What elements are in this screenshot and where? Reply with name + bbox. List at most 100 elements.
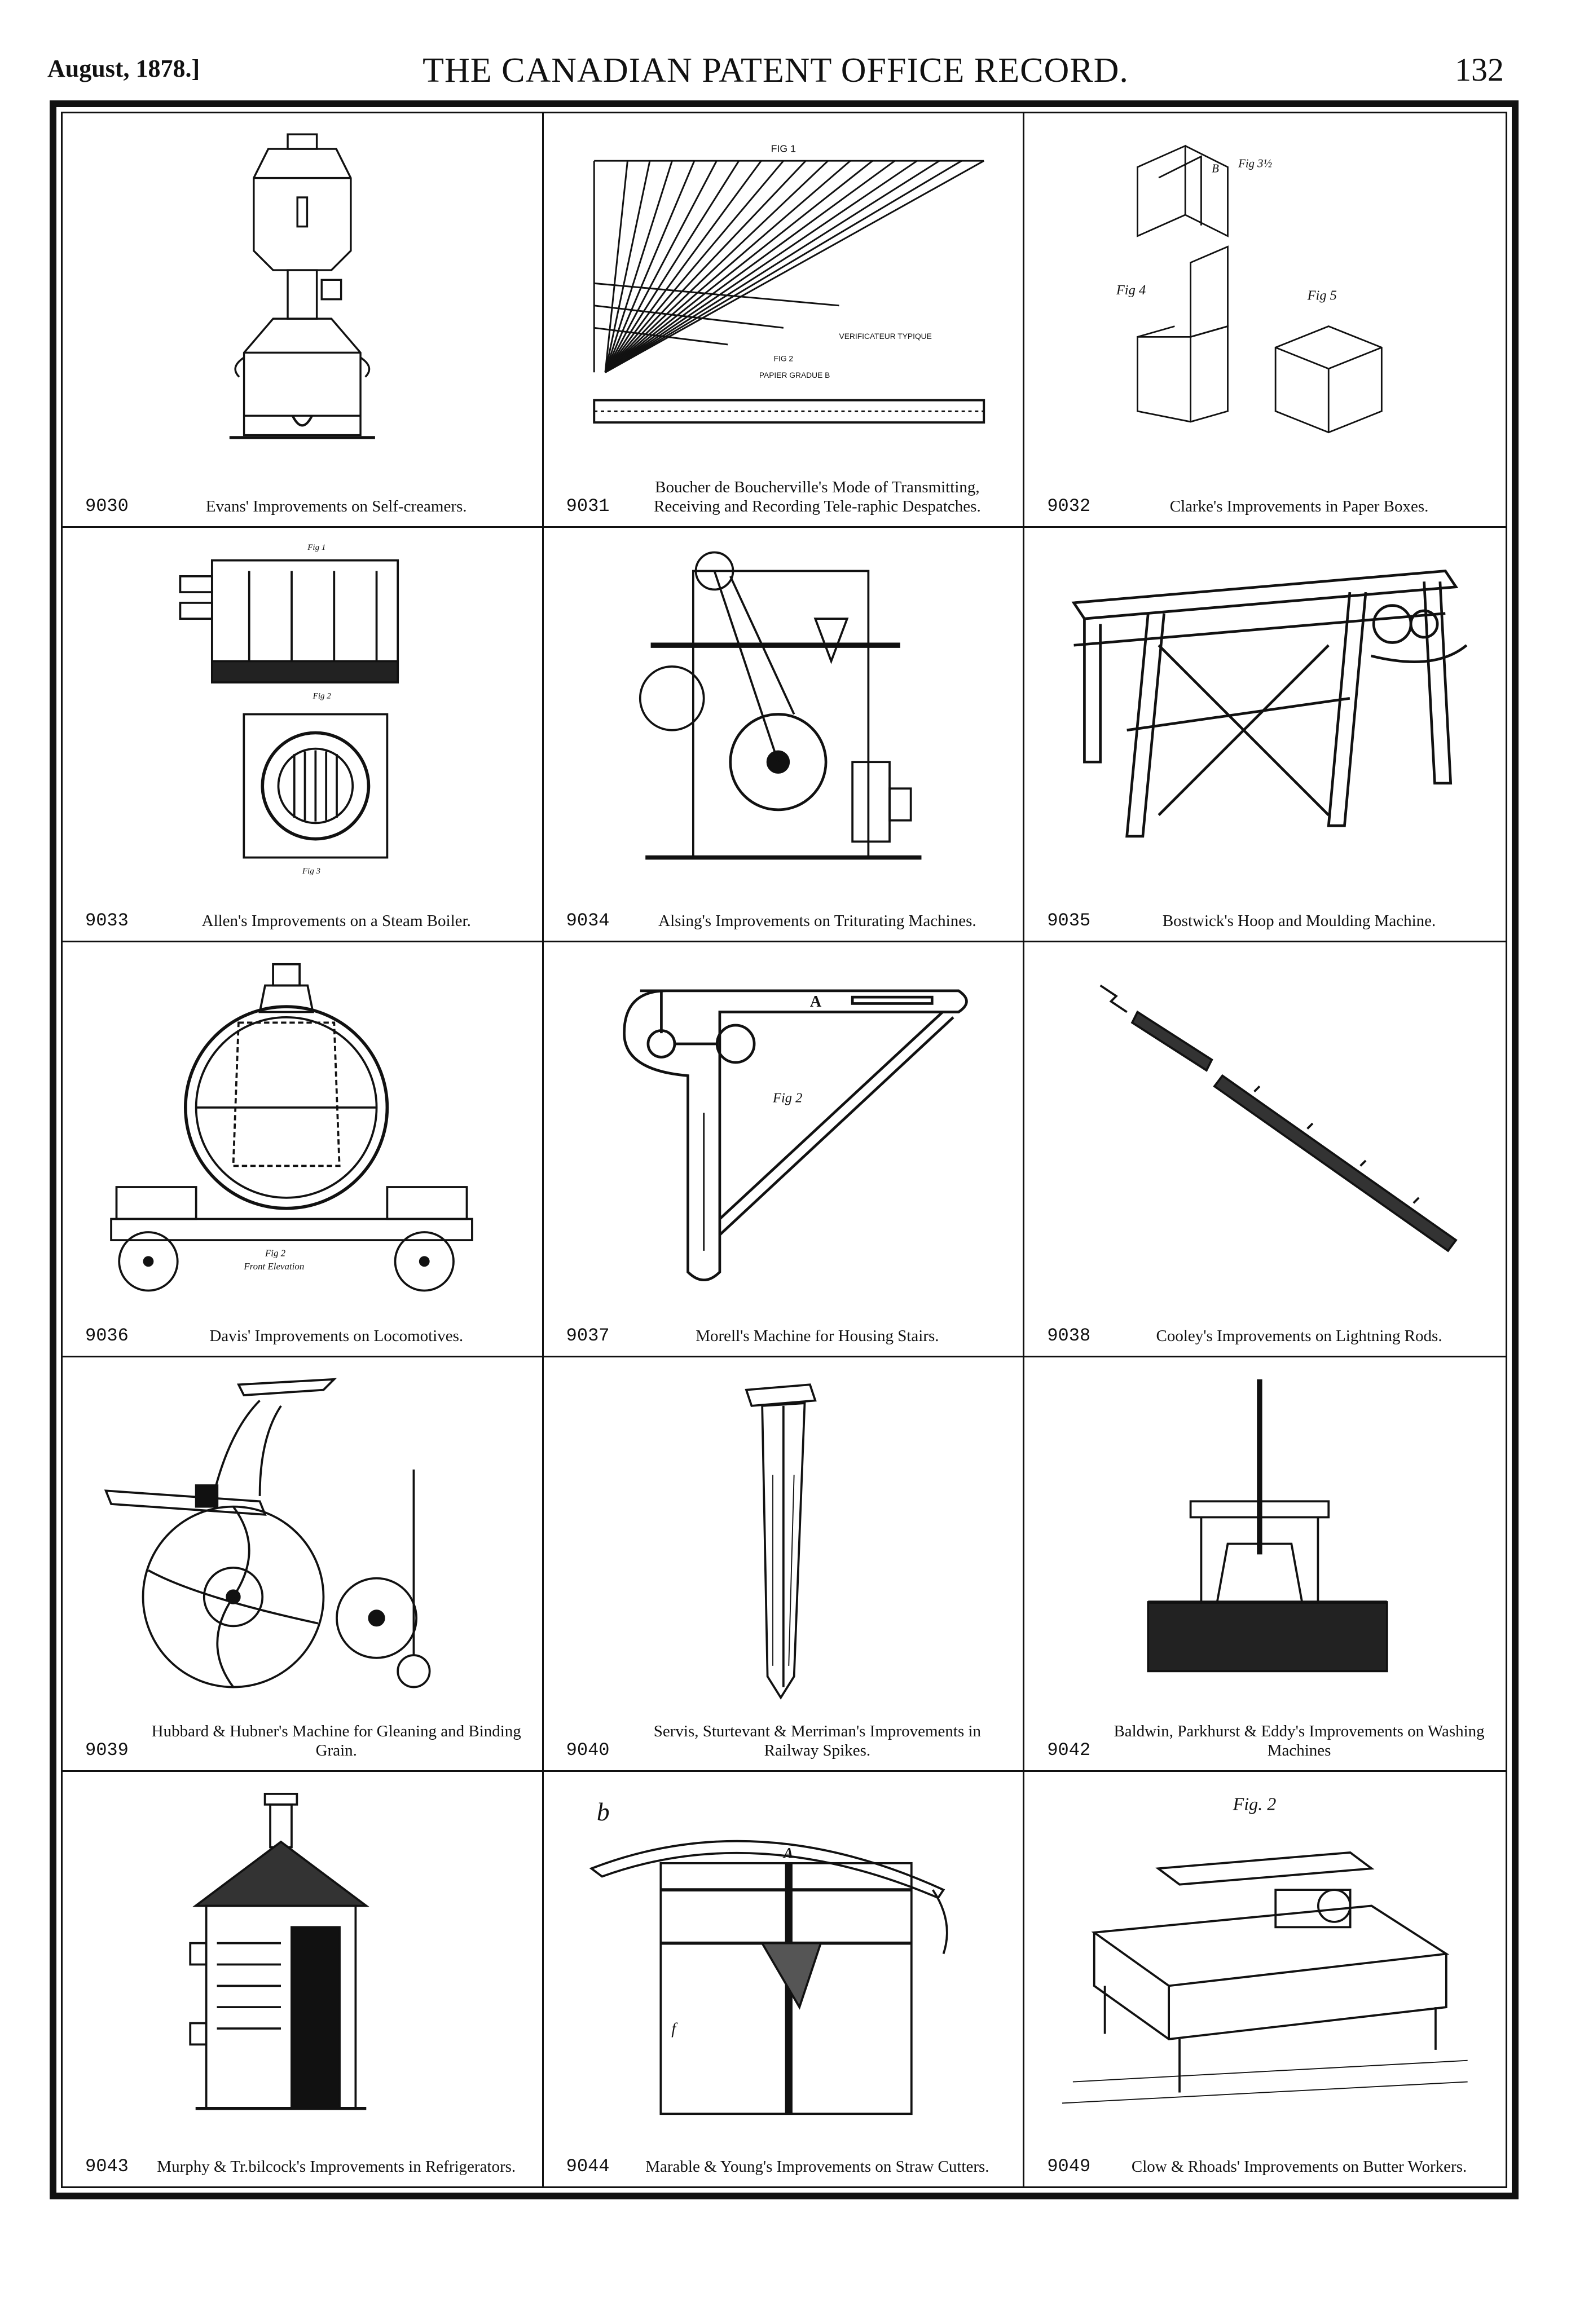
patent-cell-9044: b A f 9044 Marable & Young's Improvement… bbox=[544, 1771, 1025, 2186]
figure-label: Fig 3½ bbox=[1238, 157, 1273, 170]
patent-title: Clarke's Improvements in Paper Boxes. bbox=[1169, 497, 1429, 516]
patent-number: 9044 bbox=[566, 2156, 610, 2177]
figure-label: VERIFICATEUR TYPIQUE bbox=[839, 332, 931, 341]
figure-label: f bbox=[671, 2020, 678, 2038]
locomotive-illustration: Fig 2 Front Elevation bbox=[80, 954, 525, 1293]
patent-cell-9035: 9035 Bostwick's Hoop and Moulding Machin… bbox=[1024, 528, 1506, 943]
hoop-moulding-machine-illustration bbox=[1041, 539, 1489, 879]
figure-label: FIG 2 bbox=[773, 354, 793, 363]
patent-title: Alsing's Improvements on Triturating Mac… bbox=[658, 912, 976, 931]
patent-cell-9037: A Fig 2 9037 Morell's Machine for Housin… bbox=[543, 942, 1025, 1357]
lightning-rod-illustration bbox=[1041, 954, 1489, 1293]
steam-boiler-illustration: Fig 1 Fig 2 Fig 3 bbox=[80, 539, 525, 879]
patent-plate-frame: 9030 Evans' Improvements on Self-creamer… bbox=[50, 100, 1519, 2199]
patent-number: 9032 bbox=[1047, 496, 1091, 517]
patent-title: Davis' Improvements on Locomotives. bbox=[209, 1326, 464, 1345]
patent-title: Hubbard & Hubner's Machine for Gleaning … bbox=[151, 1722, 521, 1759]
figure-label: Fig 4 bbox=[1116, 283, 1146, 298]
figure-label: Front Elevation bbox=[243, 1261, 304, 1272]
patent-grid: 9030 Evans' Improvements on Self-creamer… bbox=[61, 112, 1507, 2188]
figure-label: Fig 5 bbox=[1307, 288, 1337, 303]
patent-number: 9036 bbox=[85, 1325, 129, 1346]
patent-caption: 9031 Boucher de Boucherville's Mode of T… bbox=[566, 478, 1006, 516]
patent-cell-9049: Fig. 2 9049 Clow & Rhoads' Improvements … bbox=[1024, 1772, 1506, 2186]
publication-title: THE CANADIAN PATENT OFFICE RECORD. bbox=[423, 51, 1129, 90]
patent-caption: 9039 Hubbard & Hubner's Machine for Glea… bbox=[85, 1722, 525, 1760]
telegraphic-recorder-illustration: FIG 1 bbox=[561, 125, 1006, 464]
butter-worker-illustration: Fig. 2 bbox=[1041, 1783, 1489, 2124]
patent-caption: 9035 Bostwick's Hoop and Moulding Machin… bbox=[1047, 911, 1489, 931]
figure-label: B bbox=[1212, 163, 1220, 175]
patent-caption: 9043 Murphy & Tr.bilcock's Improvements … bbox=[85, 2157, 525, 2176]
patent-title: Servis, Sturtevant & Merriman's Improvem… bbox=[653, 1722, 982, 1759]
patent-number: 9030 bbox=[85, 496, 129, 517]
patent-number: 9039 bbox=[85, 1739, 129, 1761]
patent-caption: 9032 Clarke's Improvements in Paper Boxe… bbox=[1047, 497, 1489, 516]
figure-label: FIG 1 bbox=[771, 143, 795, 154]
patent-number: 9043 bbox=[85, 2156, 129, 2177]
patent-number: 9040 bbox=[566, 1739, 610, 1761]
patent-number: 9033 bbox=[85, 910, 129, 932]
patent-title: Boucher de Boucherville's Mode of Transm… bbox=[654, 478, 981, 516]
figure-label: A bbox=[782, 1844, 793, 1861]
patent-cell-9038: 9038 Cooley's Improvements on Lightning … bbox=[1024, 942, 1506, 1357]
patent-cell-9043: 9043 Murphy & Tr.bilcock's Improvements … bbox=[63, 1771, 544, 2186]
railway-spike-illustration bbox=[561, 1369, 1006, 1708]
patent-caption: 9036 Davis' Improvements on Locomotives. bbox=[85, 1326, 525, 1346]
patent-caption: 9030 Evans' Improvements on Self-creamer… bbox=[85, 497, 525, 516]
patent-number: 9035 bbox=[1047, 910, 1091, 932]
page-header: August, 1878.] THE CANADIAN PATENT OFFIC… bbox=[47, 51, 1504, 96]
patent-caption: 9033 Allen's Improvements on a Steam Boi… bbox=[85, 911, 525, 931]
patent-title: Marable & Young's Improvements on Straw … bbox=[645, 2158, 989, 2176]
figure-label: Fig 2 bbox=[772, 1091, 802, 1106]
patent-caption: 9049 Clow & Rhoads' Improvements on Butt… bbox=[1047, 2157, 1489, 2176]
patent-cell-9031: FIG 1 bbox=[543, 113, 1025, 528]
patent-cell-9039: 9039 Hubbard & Hubner's Machine for Glea… bbox=[63, 1357, 544, 1772]
patent-number: 9049 bbox=[1047, 2156, 1091, 2177]
patent-cell-9030: 9030 Evans' Improvements on Self-creamer… bbox=[63, 113, 544, 528]
patent-title: Cooley's Improvements on Lightning Rods. bbox=[1156, 1326, 1442, 1345]
patent-title: Bostwick's Hoop and Moulding Machine. bbox=[1162, 912, 1436, 931]
refrigerator-illustration bbox=[80, 1783, 525, 2124]
issue-date: August, 1878.] bbox=[47, 55, 200, 82]
figure-label: PAPIER GRADUE B bbox=[759, 371, 829, 380]
patent-caption: 9034 Alsing's Improvements on Trituratin… bbox=[566, 911, 1006, 931]
patent-caption: 9044 Marable & Young's Improvements on S… bbox=[566, 2157, 1006, 2176]
patent-number: 9042 bbox=[1047, 1739, 1091, 1761]
patent-title: Allen's Improvements on a Steam Boiler. bbox=[201, 912, 471, 931]
patent-number: 9038 bbox=[1047, 1325, 1091, 1346]
patent-title: Morell's Machine for Housing Stairs. bbox=[696, 1326, 939, 1345]
figure-label: Fig. 2 bbox=[1233, 1793, 1277, 1814]
patent-cell-9042: 9042 Baldwin, Parkhurst & Eddy's Improve… bbox=[1024, 1357, 1506, 1772]
figure-label: Fig 2 bbox=[265, 1248, 286, 1259]
patent-title: Baldwin, Parkhurst & Eddy's Improvements… bbox=[1114, 1722, 1485, 1759]
stair-housing-machine-illustration: A Fig 2 bbox=[561, 954, 1006, 1293]
patent-cell-9034: 9034 Alsing's Improvements on Trituratin… bbox=[543, 528, 1025, 943]
patent-number: 9034 bbox=[566, 910, 610, 932]
paper-box-illustration: B Fig 3½ Fig 4 Fig 5 bbox=[1041, 125, 1489, 464]
patent-caption: 9040 Servis, Sturtevant & Merriman's Imp… bbox=[566, 1722, 1006, 1760]
page-number: 132 bbox=[1455, 51, 1504, 88]
patent-title: Murphy & Tr.bilcock's Improvements in Re… bbox=[157, 2158, 516, 2176]
patent-caption: 9042 Baldwin, Parkhurst & Eddy's Improve… bbox=[1047, 1722, 1489, 1760]
figure-label: A bbox=[810, 993, 822, 1011]
patent-caption: 9037 Morell's Machine for Housing Stairs… bbox=[566, 1326, 1006, 1346]
gleaning-binding-machine-illustration bbox=[80, 1369, 525, 1708]
straw-cutter-illustration: b A f bbox=[561, 1783, 1006, 2124]
patent-caption: 9038 Cooley's Improvements on Lightning … bbox=[1047, 1326, 1489, 1346]
triturating-machine-illustration bbox=[561, 539, 1006, 879]
figure-label: Fig 2 bbox=[313, 691, 332, 700]
figure-label: Fig 3 bbox=[302, 867, 320, 876]
patent-number: 9037 bbox=[566, 1325, 610, 1346]
figure-label: b bbox=[597, 1798, 610, 1826]
patent-cell-9033: Fig 1 Fig 2 Fig 3 bbox=[63, 528, 544, 943]
figure-label: Fig 1 bbox=[307, 543, 325, 552]
patent-title: Clow & Rhoads' Improvements on Butter Wo… bbox=[1131, 2158, 1467, 2176]
patent-cell-9040: 9040 Servis, Sturtevant & Merriman's Imp… bbox=[543, 1357, 1025, 1772]
patent-cell-9036: Fig 2 Front Elevation 9036 Davis' Improv… bbox=[63, 942, 544, 1357]
patent-title: Evans' Improvements on Self-creamers. bbox=[205, 497, 467, 516]
patent-number: 9031 bbox=[566, 496, 610, 517]
patent-cell-9032: B Fig 3½ Fig 4 Fig 5 9032 Clarke's Impro… bbox=[1024, 113, 1506, 528]
washing-machine-illustration bbox=[1041, 1369, 1489, 1708]
self-creamer-illustration bbox=[80, 125, 525, 464]
